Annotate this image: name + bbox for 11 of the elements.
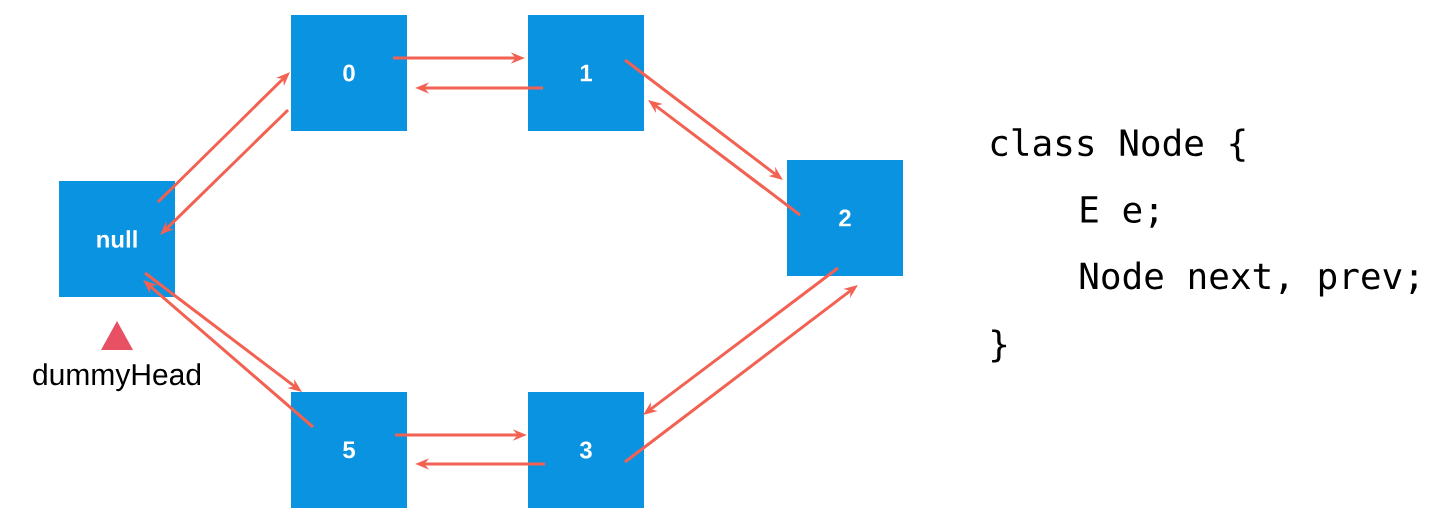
code-line: E e;: [1081, 196, 1157, 228]
list-node-box: 5: [291, 392, 407, 508]
list-node-box: 1: [528, 15, 644, 131]
code-line: class Node {: [991, 128, 1245, 162]
code-line: Node next, prev;: [1080, 261, 1417, 297]
pointer-label: dummyHead: [33, 363, 201, 392]
list-node-box: 0: [291, 15, 407, 131]
list-node-box: 3: [528, 392, 644, 508]
list-node-box: 2: [787, 160, 903, 276]
list-node-box: null: [59, 181, 175, 297]
code-line: }: [992, 329, 1006, 363]
